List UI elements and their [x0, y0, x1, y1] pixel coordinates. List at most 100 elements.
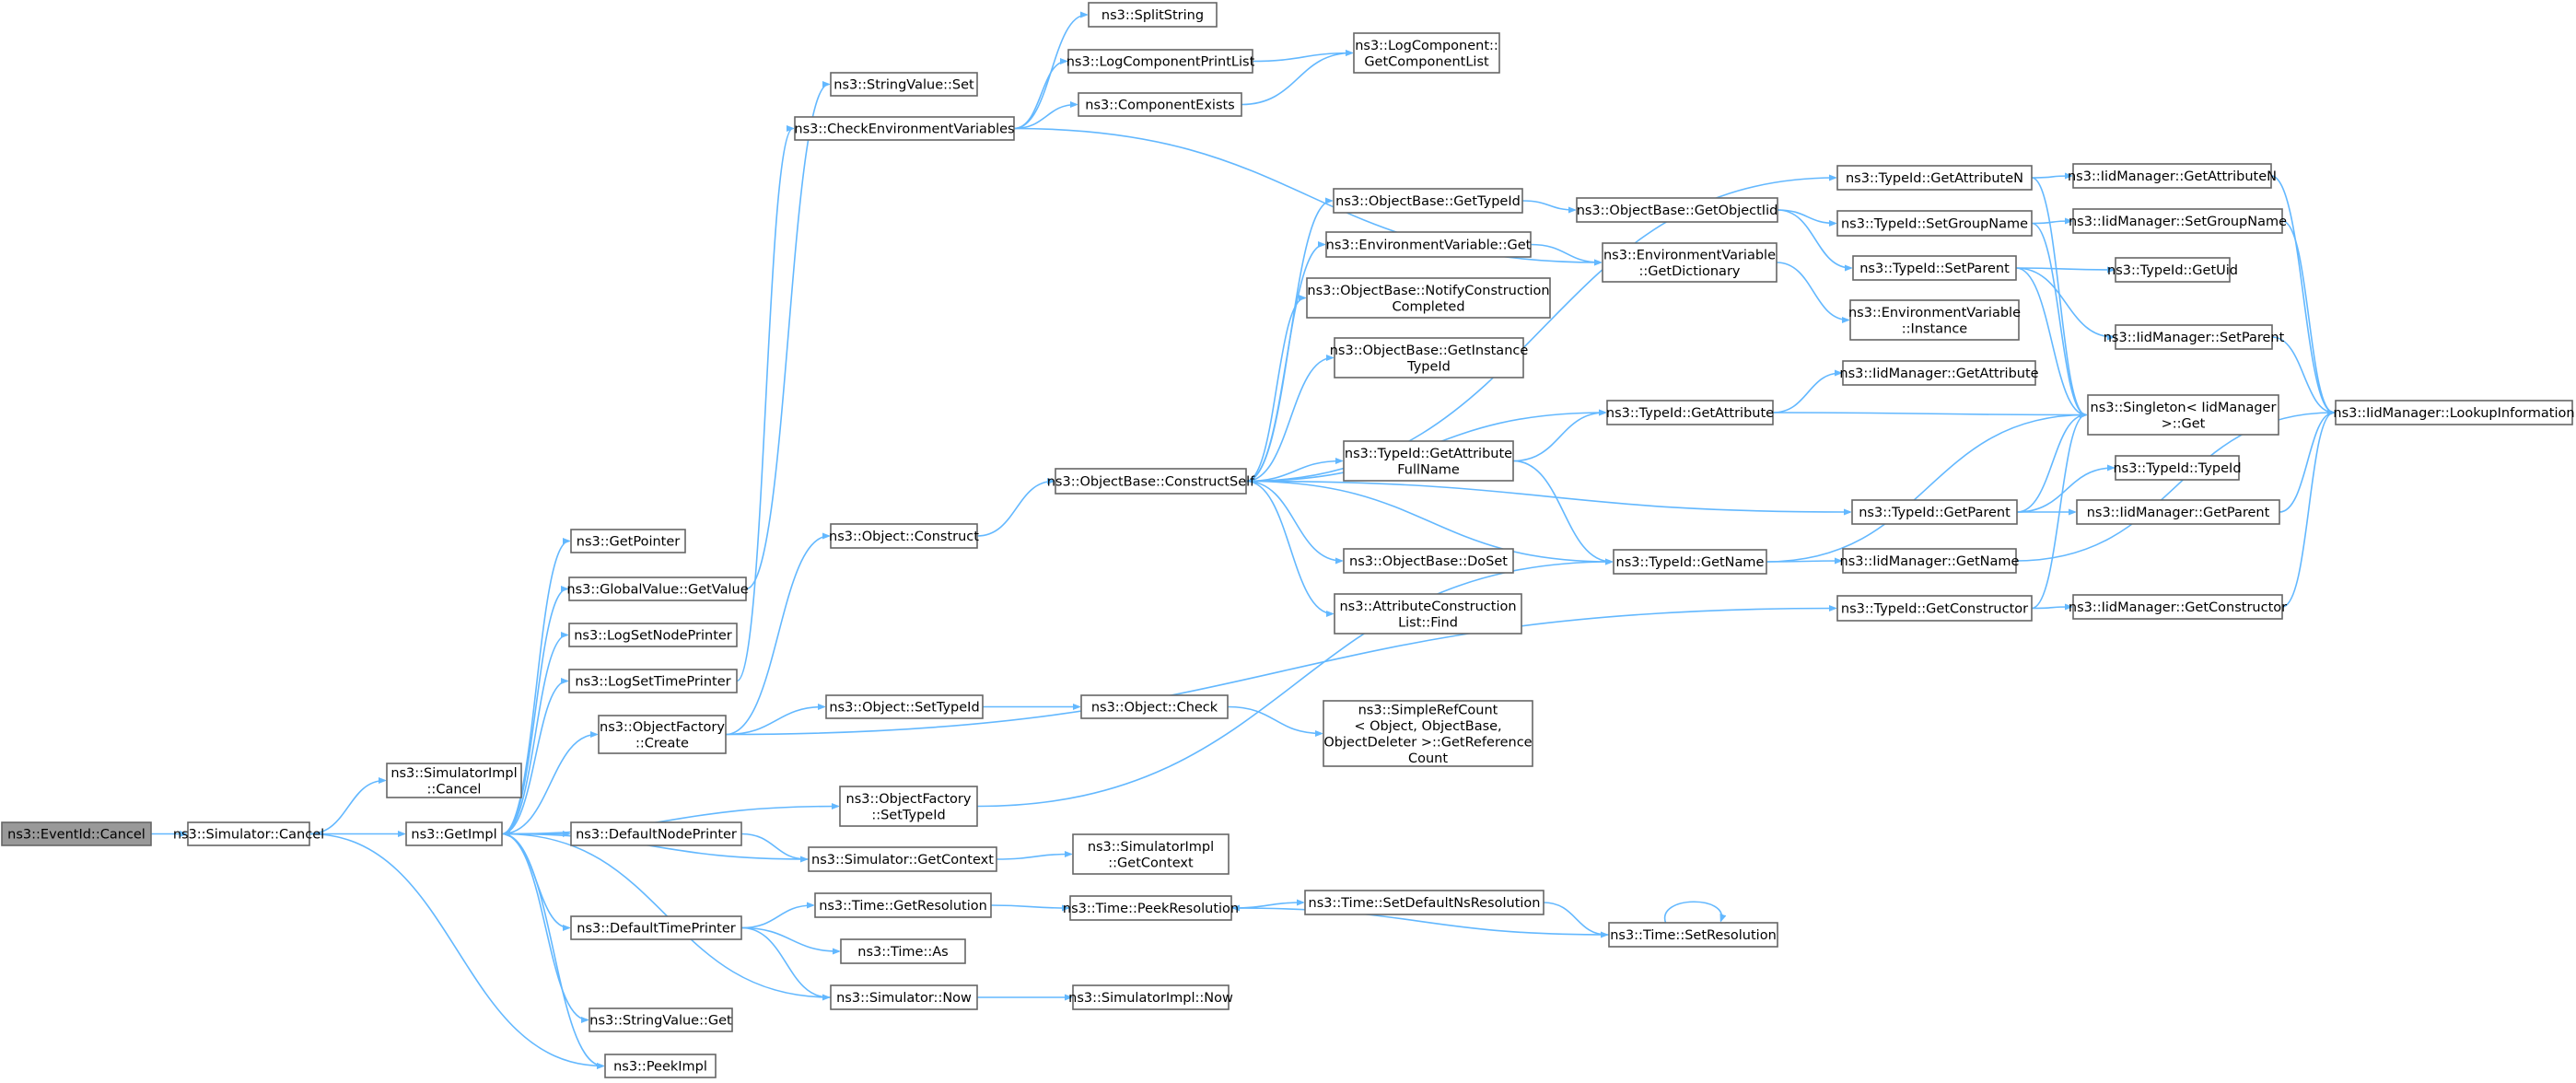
node-getpointer[interactable]: ns3::GetPointer [570, 529, 686, 553]
node-typeid_getconstructor[interactable]: ns3::TypeId::GetConstructor [1836, 595, 2033, 622]
node-iid_getattribute[interactable]: ns3::IidManager::GetAttribute [1839, 360, 2039, 386]
node-ob_getobjectiid[interactable]: ns3::ObjectBase::GetObjectIid [1576, 197, 1778, 223]
node-label: ns3::IidManager::LookupInformation [2333, 406, 2574, 421]
edge-path [2281, 413, 2334, 608]
edge-typeid_getattributen-to-singleton_get [2031, 177, 2086, 415]
node-sim_now[interactable]: ns3::Simulator::Now [830, 984, 978, 1010]
node-typeid_getname[interactable]: ns3::TypeId::GetName [1613, 549, 1767, 575]
node-label: ns3::EnvironmentVariable::Get [1326, 239, 1532, 253]
node-label: ::Cancel [427, 782, 482, 797]
edge-path [2271, 336, 2334, 413]
node-logcompprintlist[interactable]: ns3::LogComponentPrintList [1067, 49, 1255, 74]
edge-defaulttimeprinter-to-sim_now [740, 926, 829, 998]
node-box [1613, 549, 1767, 575]
node-simplerefcount[interactable]: ns3::SimpleRefCount< Object, ObjectBase,… [1323, 700, 1533, 767]
node-object_construct[interactable]: ns3::Object::Construct [829, 523, 979, 549]
edge-typeid_getname-to-singleton_get [1766, 415, 2086, 563]
node-peekimpl[interactable]: ns3::PeekImpl [604, 1054, 717, 1078]
node-simimpl_cancel[interactable]: ns3::SimulatorImpl::Cancel [386, 763, 522, 798]
node-envvar_get[interactable]: ns3::EnvironmentVariable::Get [1325, 231, 1532, 258]
node-logcomp_getlist[interactable]: ns3::LogComponent::GetComponentList [1353, 32, 1500, 74]
edge-path [1245, 245, 1324, 483]
node-simimpl_getcontext[interactable]: ns3::SimulatorImpl::GetContext [1072, 833, 1230, 875]
node-sim_getcontext[interactable]: ns3::Simulator::GetContext [808, 846, 997, 872]
node-simimpl_now[interactable]: ns3::SimulatorImpl::Now [1068, 984, 1233, 1010]
node-logsetnodeprinter[interactable]: ns3::LogSetNodePrinter [568, 623, 738, 647]
node-stringvalue_set[interactable]: ns3::StringValue::Set [830, 72, 978, 97]
edge-path [1245, 480, 1342, 562]
node-typeid_getattribute[interactable]: ns3::TypeId::GetAttribute [1606, 400, 1774, 425]
node-label: ns3::TypeId::GetAttribute [1606, 406, 1774, 421]
node-box [598, 715, 727, 754]
node-label: ::GetContext [1108, 856, 1194, 870]
node-ob_gettypeid[interactable]: ns3::ObjectBase::GetTypeId [1333, 188, 1523, 214]
node-defaulttimeprinter[interactable]: ns3::DefaultTimePrinter [570, 915, 742, 940]
node-eventid_cancel[interactable]: ns3::EventId::Cancel [1, 821, 152, 846]
node-iid_getparent[interactable]: ns3::IidManager::GetParent [2076, 499, 2280, 525]
node-componentexists[interactable]: ns3::ComponentExists [1078, 92, 1242, 117]
node-gv_getvalue[interactable]: ns3::GlobalValue::GetValue [566, 576, 749, 601]
node-envvar_instance[interactable]: ns3::EnvironmentVariable::Instance [1848, 299, 2021, 341]
node-defaultnodeprinter[interactable]: ns3::DefaultNodePrinter [570, 821, 742, 846]
edge-path [2031, 177, 2086, 415]
edge-path [1512, 413, 1605, 462]
edge-path [1777, 209, 1836, 224]
node-typeid_getuid[interactable]: ns3::TypeId::GetUid [2107, 257, 2238, 283]
node-iid_setparent[interactable]: ns3::IidManager::SetParent [2104, 324, 2285, 350]
node-typeid_setgroupname[interactable]: ns3::TypeId::SetGroupName [1836, 210, 2033, 237]
node-ob_constructself[interactable]: ns3::ObjectBase::ConstructSelf [1047, 468, 1255, 495]
node-typeid_getattributen[interactable]: ns3::TypeId::GetAttributeN [1836, 165, 2033, 191]
edge-typeid_getparent-to-singleton_get [2016, 415, 2086, 513]
node-box [1088, 2, 1218, 28]
node-iid_getattributen[interactable]: ns3::IidManager::GetAttributeN [2068, 163, 2277, 189]
node-iid_lookupinformation[interactable]: ns3::IidManager::LookupInformation [2333, 400, 2575, 425]
node-label: ns3::ObjectBase::ConstructSelf [1047, 475, 1255, 490]
node-objfactory_settypeid[interactable]: ns3::ObjectFactory::SetTypeId [839, 786, 978, 827]
node-box [1608, 922, 1778, 948]
node-iid_getconstructor[interactable]: ns3::IidManager::GetConstructor [2069, 594, 2287, 620]
node-ob_notifyconstruction[interactable]: ns3::ObjectBase::NotifyConstructionCompl… [1306, 277, 1551, 319]
node-typeid_setparent[interactable]: ns3::TypeId::SetParent [1852, 255, 2017, 281]
node-envvar_getdictionary[interactable]: ns3::EnvironmentVariable::GetDictionary [1602, 242, 1778, 283]
node-object_check[interactable]: ns3::Object::Check [1080, 694, 1229, 719]
node-box [1852, 255, 2017, 281]
node-label: ns3::GlobalValue::GetValue [566, 583, 748, 598]
node-typeid_getparent[interactable]: ns3::TypeId::GetParent [1851, 499, 2018, 525]
node-box [1849, 299, 2020, 341]
node-object_settypeid[interactable]: ns3::Object::SetTypeId [825, 694, 984, 719]
node-objfactory_create[interactable]: ns3::ObjectFactory::Create [598, 715, 727, 754]
node-getimpl[interactable]: ns3::GetImpl [405, 821, 503, 846]
node-time_peekresolution[interactable]: ns3::Time::PeekResolution [1063, 895, 1239, 921]
edge-path [1772, 373, 1841, 413]
edge-typeid_setgroupname-to-iid_setgroupname [2031, 221, 2071, 224]
edge-path [1245, 480, 1333, 614]
node-time_setresolution[interactable]: ns3::Time::SetResolution [1608, 922, 1778, 948]
node-typeid_typeid[interactable]: ns3::TypeId::TypeId [2113, 455, 2242, 481]
edge-objfactory_create-to-object_settypeid [725, 707, 824, 736]
edge-path [501, 681, 567, 835]
node-label: ns3::EventId::Cancel [7, 828, 146, 843]
node-singleton_get[interactable]: ns3::Singleton< IidManager >::Get [2087, 394, 2279, 436]
edge-typeid_setparent-to-typeid_getuid [2015, 268, 2114, 270]
node-logsettimeprinter[interactable]: ns3::LogSetTimePrinter [568, 669, 738, 693]
node-box [1334, 337, 1524, 378]
edge-path [2015, 268, 2114, 270]
node-box [2115, 455, 2240, 481]
node-stringvalue_get[interactable]: ns3::StringValue::Get [589, 1007, 733, 1032]
node-iid_getname[interactable]: ns3::IidManager::GetName [1840, 548, 2020, 574]
node-label: ns3::Object::SetTypeId [829, 701, 979, 716]
node-sim_cancel[interactable]: ns3::Simulator::Cancel [173, 821, 324, 846]
node-checkenv[interactable]: ns3::CheckEnvironmentVariables [794, 116, 1015, 141]
node-time_as[interactable]: ns3::Time::As [840, 938, 966, 964]
node-time_setdefaultns[interactable]: ns3::Time::SetDefaultNsResolution [1304, 890, 1544, 915]
edge-path [501, 807, 838, 835]
node-time_getresolution[interactable]: ns3::Time::GetResolution [814, 892, 992, 918]
edge-getimpl-to-logsetnodeprinter [501, 635, 567, 835]
node-iid_setgroupname[interactable]: ns3::IidManager::SetGroupName [2069, 208, 2287, 234]
node-splitstring[interactable]: ns3::SplitString [1088, 2, 1218, 28]
edge-ob_constructself-to-typeid_getattributen [1245, 178, 1836, 483]
node-ob_doset[interactable]: ns3::ObjectBase::DoSet [1343, 548, 1514, 574]
